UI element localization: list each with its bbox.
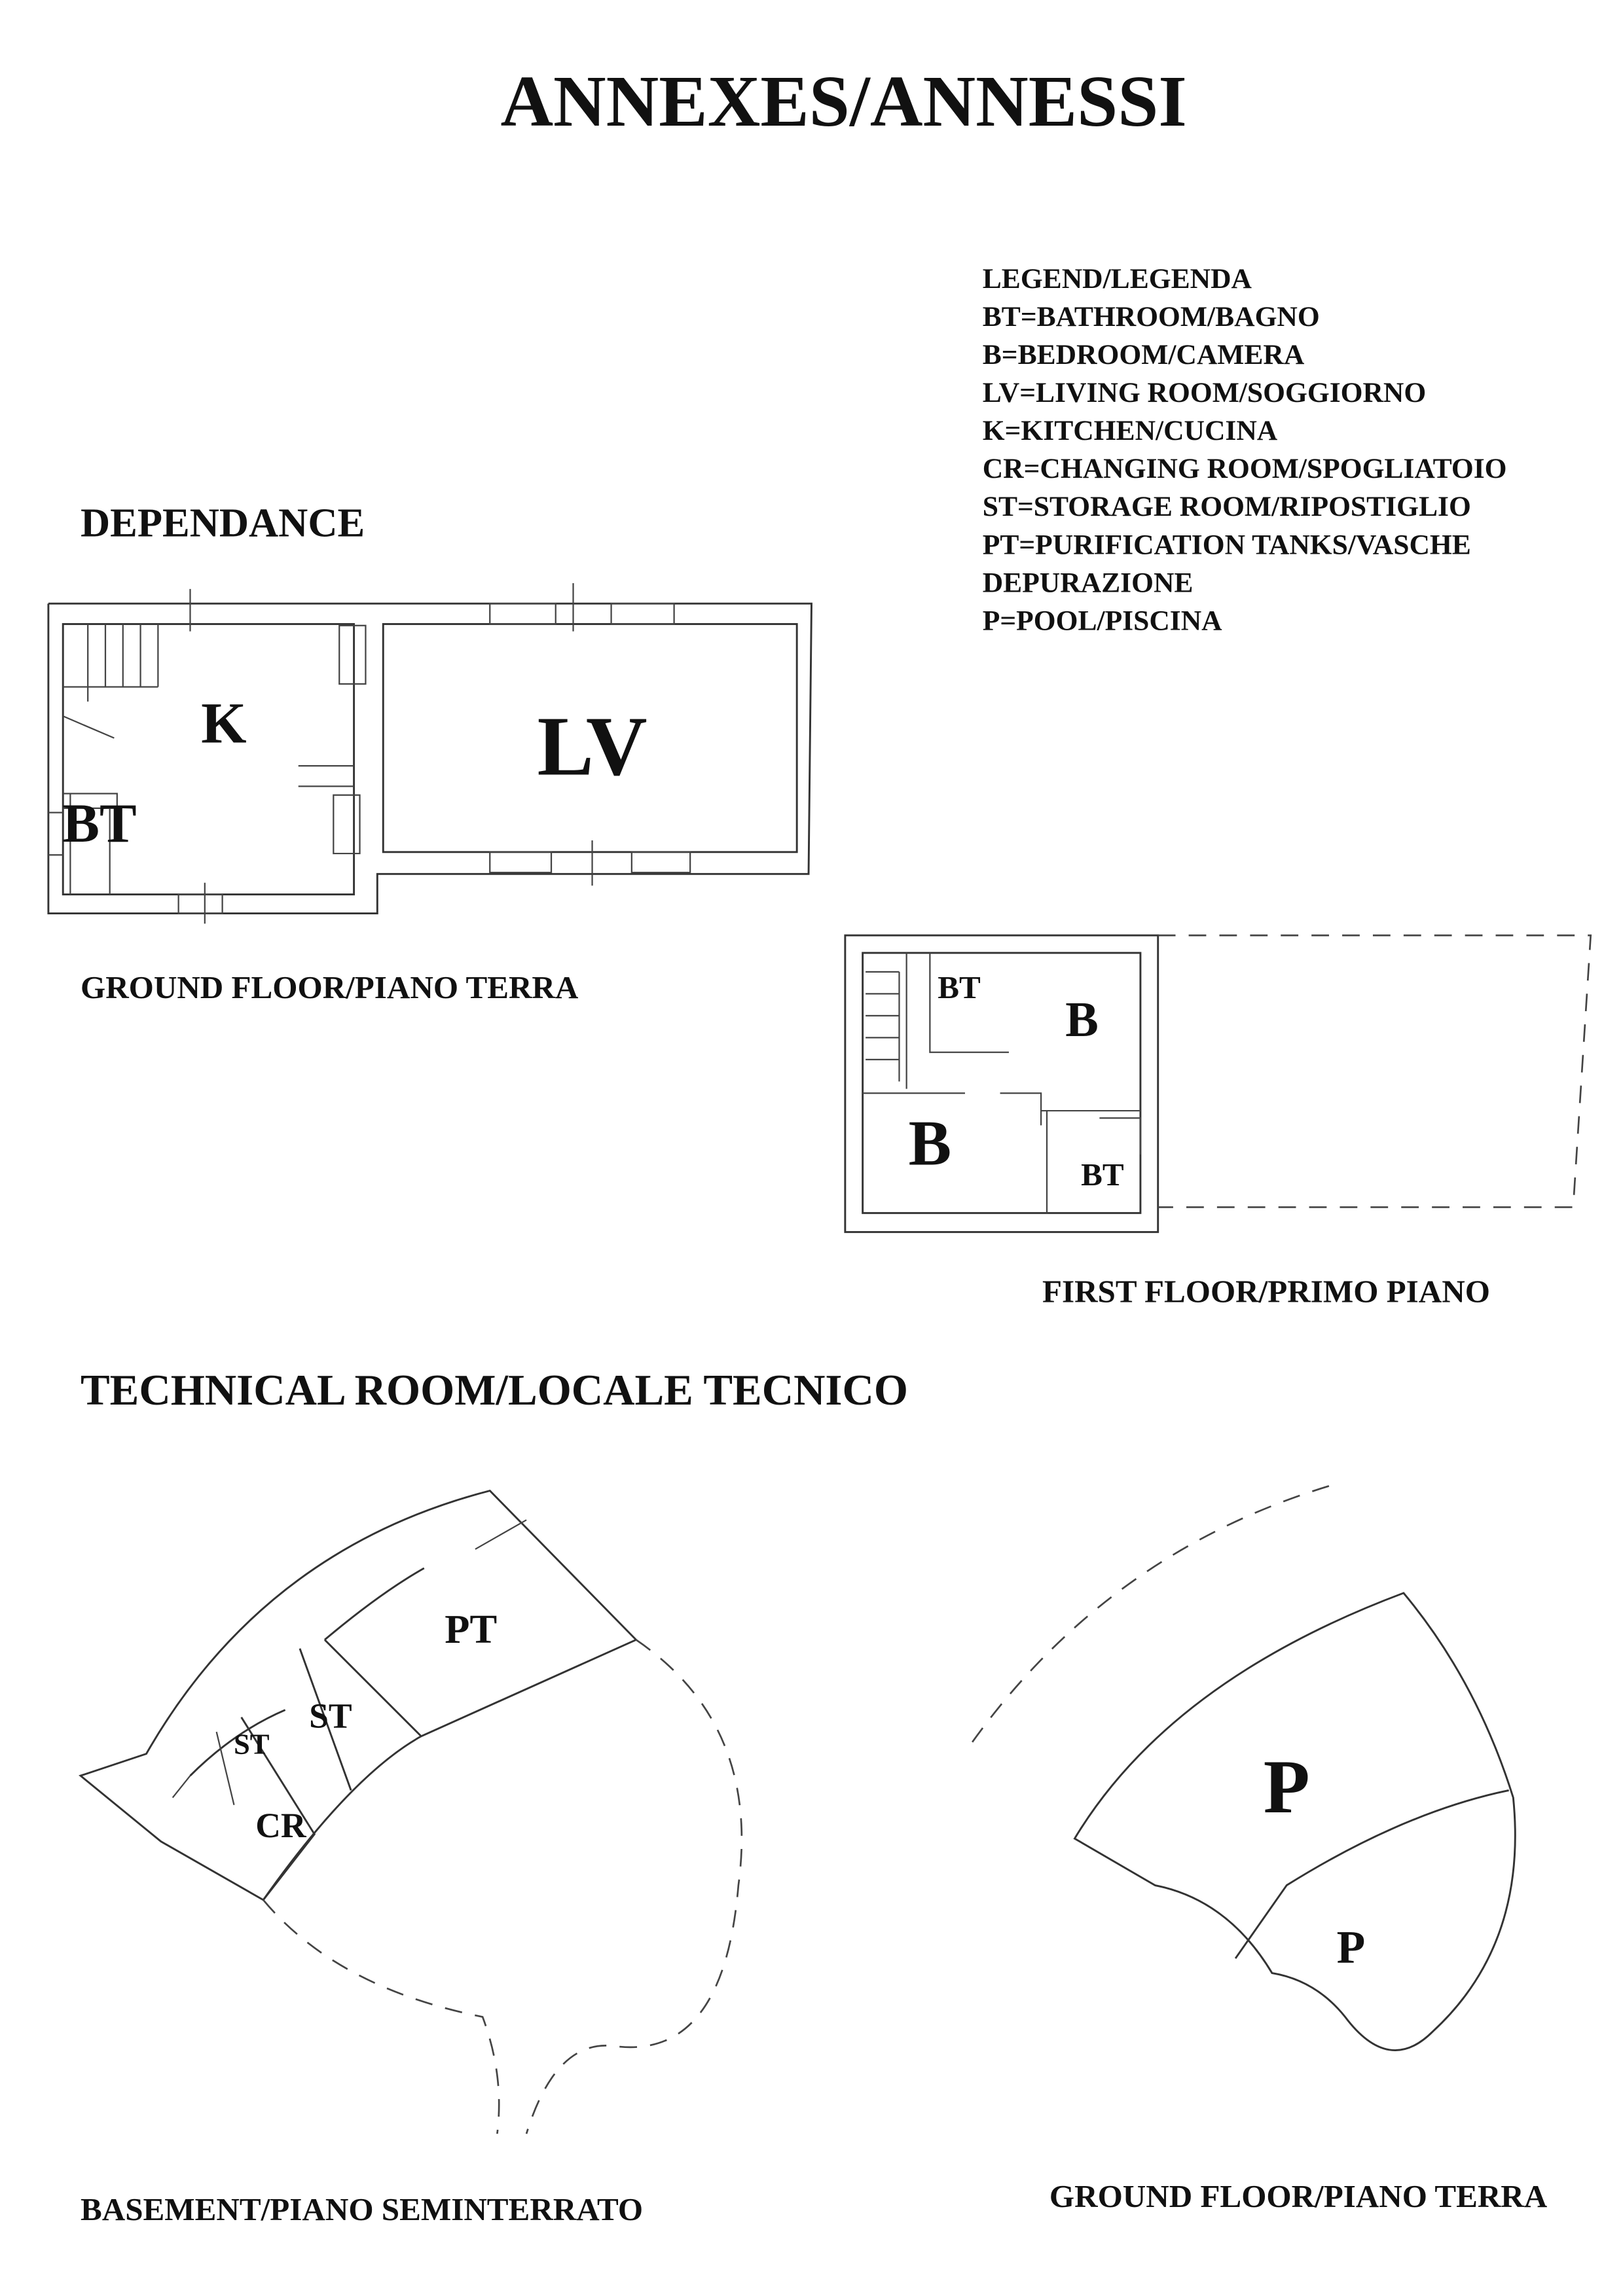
room-label-pt: PT [445, 1606, 497, 1652]
room-label-cr: CR [255, 1806, 307, 1845]
room-label-b-right: B [1065, 992, 1099, 1047]
technical-room-heading: TECHNICAL ROOM/LOCALE TECNICO [81, 1366, 908, 1414]
dependance-heading: DEPENDANCE [81, 500, 365, 546]
caption-dependance-ground-floor: GROUND FLOOR/PIANO TERRA [81, 969, 579, 1005]
room-label-st-large: ST [309, 1696, 352, 1735]
legend-item: PT=PURIFICATION TANKS/VASCHE [983, 529, 1471, 560]
legend-item: ST=STORAGE ROOM/RIPOSTIGLIO [983, 491, 1471, 522]
room-label-lv: LV [538, 700, 647, 793]
page-title: ANNEXES/ANNESSI [500, 62, 1186, 142]
room-label-bt: BT [62, 793, 136, 854]
room-label-k: K [201, 691, 246, 755]
dependance-first-floor-plan: BT B B BT [844, 934, 1592, 1233]
legend-item: DEPURAZIONE [983, 567, 1194, 598]
room-label-b-left: B [909, 1108, 952, 1179]
legend-item: BT=BATHROOM/BAGNO [983, 301, 1320, 332]
legend-item: P=POOL/PISCINA [983, 605, 1222, 636]
legend-heading: LEGEND/LEGENDA [983, 263, 1252, 295]
room-label-bt-lower: BT [1081, 1157, 1124, 1193]
caption-basement: BASEMENT/PIANO SEMINTERRATO [81, 2191, 643, 2227]
legend-item: B=BEDROOM/CAMERA [983, 339, 1305, 370]
pool-label-main: P [1264, 1746, 1310, 1829]
legend-item: LV=LIVING ROOM/SOGGIORNO [983, 377, 1426, 408]
legend-item: K=KITCHEN/CUCINA [983, 415, 1278, 446]
pool-label-secondary: P [1337, 1922, 1366, 1973]
legend-item: CR=CHANGING ROOM/SPOGLIATOIO [983, 453, 1507, 484]
basement-plan: PT ST ST CR [79, 1490, 743, 2134]
caption-pool-ground-floor: GROUND FLOOR/PIANO TERRA [1049, 2178, 1548, 2214]
room-label-st-small: ST [234, 1728, 270, 1761]
dependance-ground-floor-plan: K LV BT [47, 583, 812, 924]
caption-dependance-first-floor: FIRST FLOOR/PRIMO PIANO [1042, 1274, 1490, 1310]
legend: LEGEND/LEGENDA BT=BATHROOM/BAGNO B=BEDRO… [983, 263, 1507, 637]
room-label-bt-upper: BT [938, 969, 981, 1005]
pool-plan: P P [972, 1482, 1516, 2051]
